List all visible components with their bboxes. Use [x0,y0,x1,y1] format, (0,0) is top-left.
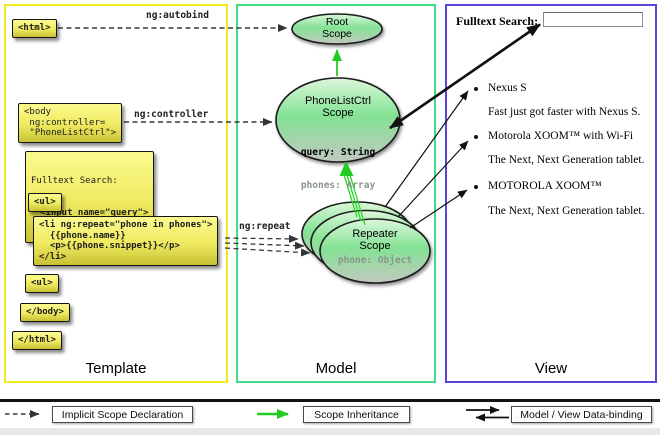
ng-controller-label: ng:controller [134,109,209,120]
code-html-open: <html> [12,19,57,38]
code-ul-open: <ul> [28,193,62,212]
legend-separator [0,399,660,402]
phonelistctrl-scope-label: PhoneListCtrl Scope [304,95,372,119]
legend-databinding-box: Model / View Data-binding [511,406,652,423]
phonelistctrl-prop-phones: phones: Array [300,180,376,191]
code-fulltext-label: Fulltext Search: [31,176,118,186]
root-scope-ellipse [291,13,383,45]
code-ul-close: <ul> [25,274,59,293]
ng-repeat-arrow-3 [224,247,311,257]
databinding-arrow-item-2 [397,140,469,218]
inheritance-line-repeater-1 [343,174,358,218]
view-column-label: View [534,360,568,377]
code-body-close: </body> [20,303,70,322]
view-item-title: MOTOROLA XOOM™ [488,180,602,192]
ng-repeat-arrow-1 [224,234,299,243]
bullet-icon [474,185,478,189]
inheritance-arrowhead-repeater [339,161,354,176]
ng-autobind-label: ng:autobind [146,10,209,21]
bottom-strip [0,428,660,435]
inheritance-line-repeater-3 [349,174,366,226]
code-html-close: </html> [12,331,62,350]
databinding-arrow-item-3 [409,189,468,229]
root-scope-label: Root Scope [322,16,352,40]
view-item-title: Nexus S [488,82,527,94]
repeater-scope-ellipse-front [319,218,431,284]
code-fulltext-input: <input name="query"> [40,207,149,218]
databinding-arrow-item-1 [384,90,469,208]
code-body-open: <body ng:controller= "PhoneListCtrl"> [18,103,123,143]
template-column-label: Template [85,360,147,377]
inheritance-line-repeater-2 [346,174,362,222]
code-li-repeat: <li ng:repeat="phone in phones"> {{phone… [33,216,219,266]
view-search-label: Fulltext Search: [456,14,539,28]
databinding-arrow-query [389,23,541,130]
phonelistctrl-prop-query: query: String [300,147,376,158]
repeater-scope-label: Repeater Scope [352,228,398,252]
ng-repeat-label: ng:repeat [239,221,291,232]
view-item-desc: Fast just got faster with Nexus S. [488,106,641,118]
bullet-icon [474,87,478,91]
view-item-desc: The Next, Next Generation tablet. [488,205,645,217]
ng-repeat-arrow-2 [224,241,305,250]
view-item-desc: The Next, Next Generation tablet. [488,154,645,166]
legend-scope-inheritance-box: Scope Inheritance [303,406,410,423]
view-item-title: Motorola XOOM™ with Wi-Fi [488,130,634,142]
bullet-icon [474,135,478,139]
legend-implicit-scope-box: Implicit Scope Declaration [52,406,193,423]
fulltext-search-input[interactable] [543,12,643,27]
model-column-label: Model [315,360,357,377]
repeater-prop-phone: phone: Object [337,255,413,266]
